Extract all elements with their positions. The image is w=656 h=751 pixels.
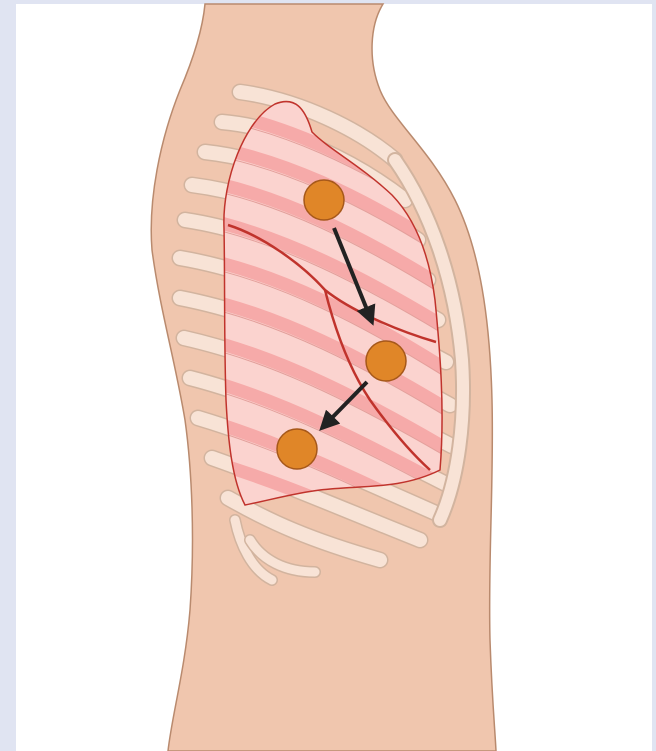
auscultation-point-lower [277,429,317,469]
auscultation-point-upper [304,180,344,220]
auscultation-point-middle [366,341,406,381]
